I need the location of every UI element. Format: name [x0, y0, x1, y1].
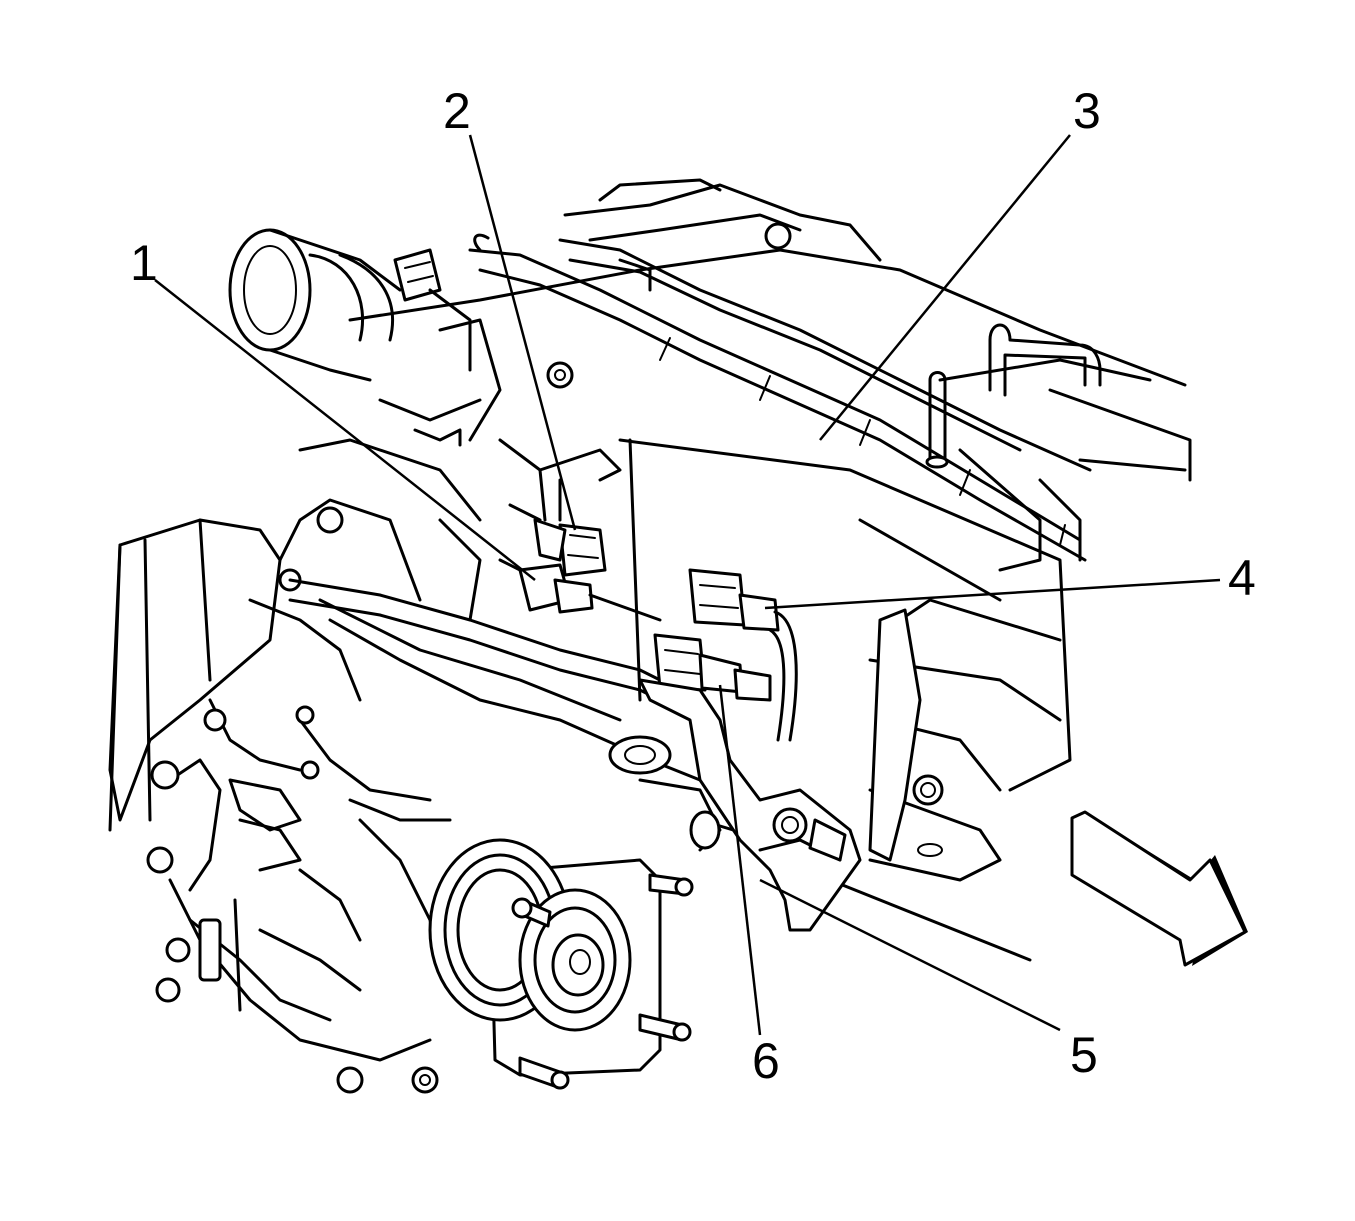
leader-line-3: [819, 134, 1071, 441]
callout-3: 3: [1073, 83, 1101, 139]
leader-line-5: [759, 878, 1061, 1032]
pipe-assembly: [468, 178, 1102, 562]
linkage-rod: [288, 438, 722, 852]
propeller-shaft-housing: [228, 228, 574, 447]
leader-line-4: [764, 578, 1221, 610]
callout-labels: 1 2 3 4 5 6: [130, 83, 1256, 1089]
bolt: [146, 506, 439, 1094]
callout-6: 6: [752, 1033, 780, 1089]
output-flange: [428, 838, 694, 1090]
flange-stud: [511, 873, 694, 1090]
leader-line-1: [154, 279, 536, 581]
leader-line-2: [468, 134, 577, 531]
electrical-connectors-left: [498, 503, 662, 622]
callout-2: 2: [443, 83, 471, 139]
electrical-connectors-right: [638, 568, 862, 932]
leader-lines: [154, 134, 1221, 1036]
leader-line-6: [718, 684, 762, 1036]
callout-4: 4: [1228, 550, 1256, 606]
transmission-body: [348, 248, 1192, 962]
callout-1: 1: [130, 235, 158, 291]
transfer-case-housing: [108, 438, 482, 1094]
front-direction-arrow-icon: [1070, 810, 1248, 967]
callout-5: 5: [1070, 1027, 1098, 1083]
